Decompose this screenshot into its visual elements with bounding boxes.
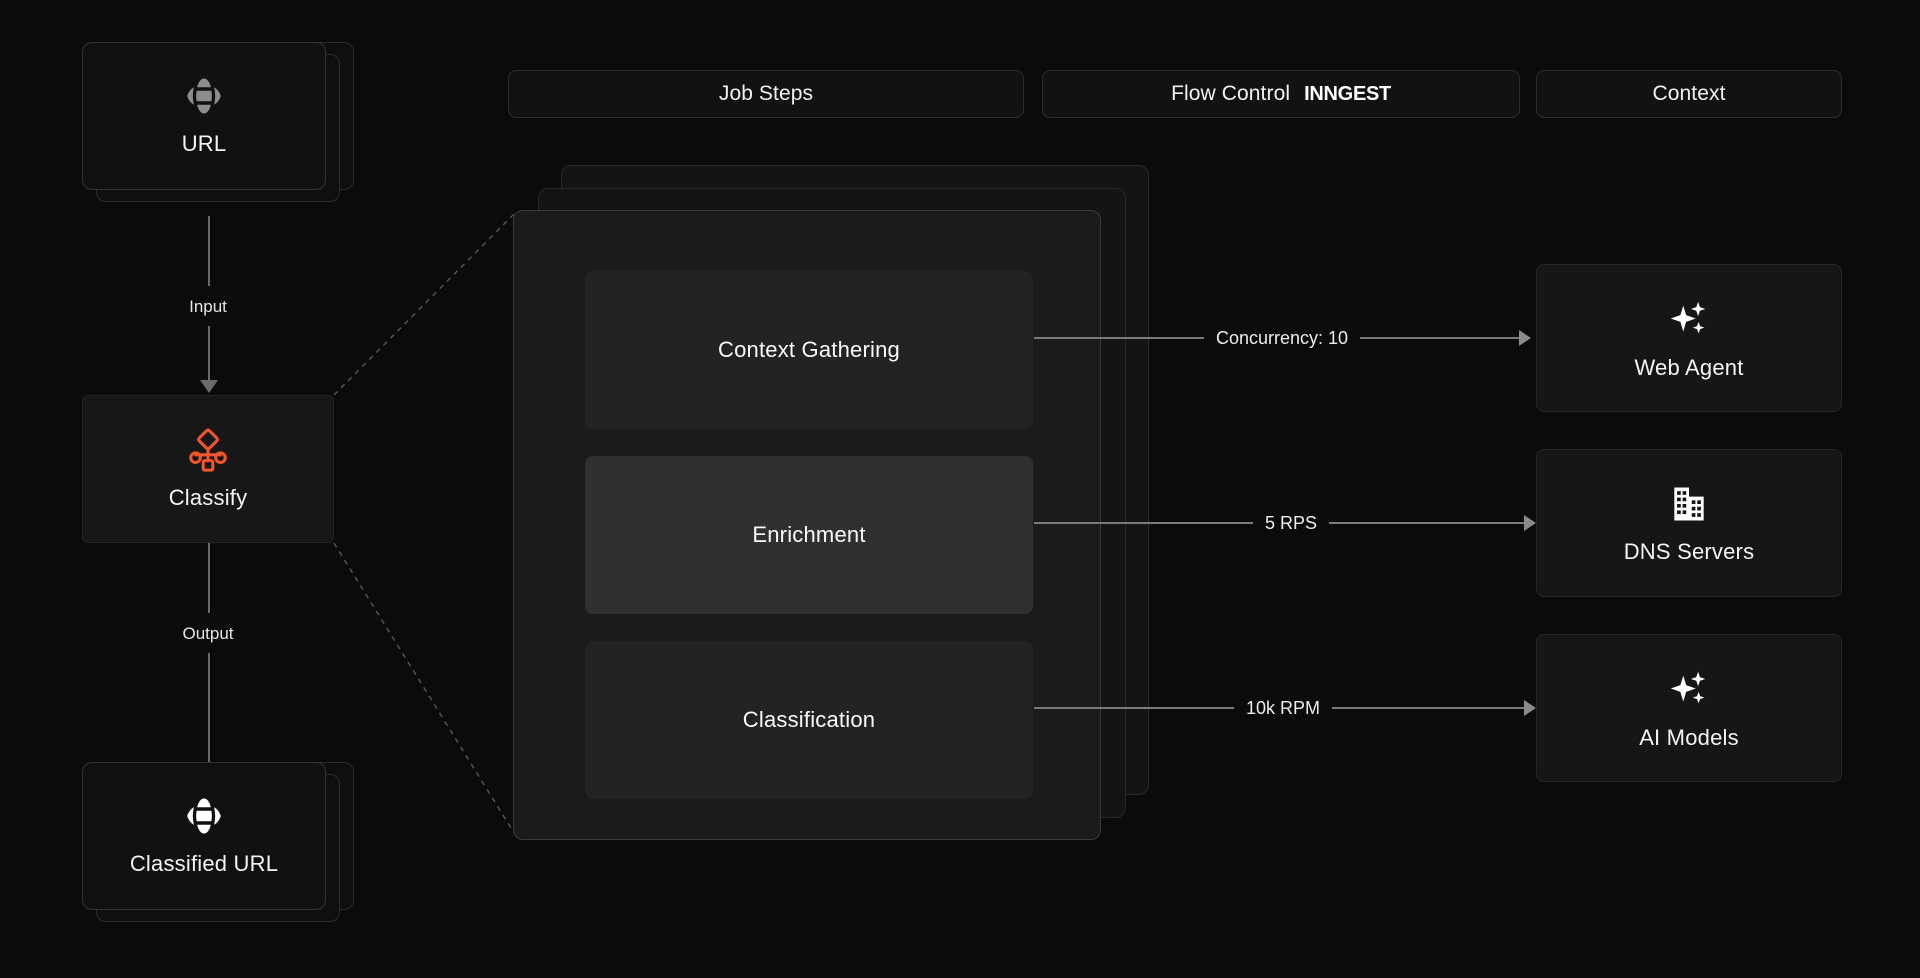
building-icon bbox=[1667, 482, 1711, 526]
inngest-brand-logo: INNGEST bbox=[1304, 82, 1391, 105]
context-card-label: AI Models bbox=[1639, 724, 1739, 750]
header-pill-context[interactable]: Context bbox=[1536, 70, 1842, 118]
context-card-label: DNS Servers bbox=[1623, 538, 1755, 564]
step-card-enrichment[interactable]: Enrichment bbox=[585, 456, 1033, 614]
connector-segment-right bbox=[1360, 337, 1521, 339]
workflow-branch-icon bbox=[185, 427, 231, 473]
sparkles-icon bbox=[1666, 666, 1712, 712]
arrow-right-icon bbox=[1524, 700, 1537, 716]
context-card-dns-servers[interactable]: DNS Servers bbox=[1536, 449, 1842, 597]
connector-rps: 5 RPS bbox=[1034, 508, 1537, 538]
node-classify-label: Classify bbox=[168, 485, 248, 510]
header-pill-label: Flow Control bbox=[1171, 82, 1291, 105]
connector-segment-left bbox=[1034, 337, 1204, 339]
connector-segment-right bbox=[1329, 522, 1526, 524]
node-classify[interactable]: Classify bbox=[82, 395, 334, 543]
connector-segment-right bbox=[1332, 707, 1526, 709]
step-card-label: Enrichment bbox=[752, 522, 866, 547]
node-classified-url[interactable]: Classified URL bbox=[82, 762, 354, 934]
node-url-label: URL bbox=[181, 131, 227, 156]
node-url-face: URL bbox=[82, 42, 326, 190]
node-url[interactable]: URL bbox=[82, 42, 354, 214]
node-classified-url-face: Classified URL bbox=[82, 762, 326, 910]
connector-concurrency: Concurrency: 10 bbox=[1034, 323, 1532, 353]
step-card-label: Context Gathering bbox=[718, 337, 900, 362]
connector-label-concurrency: Concurrency: 10 bbox=[1216, 327, 1349, 348]
edge-label-input: Input bbox=[148, 295, 268, 319]
connector-segment-left bbox=[1034, 707, 1234, 709]
arrow-right-icon bbox=[1524, 515, 1537, 531]
connector-label-rps: 5 RPS bbox=[1265, 512, 1318, 533]
globe-icon bbox=[183, 795, 225, 837]
step-card-context-gathering[interactable]: Context Gathering bbox=[585, 271, 1033, 429]
context-card-ai-models[interactable]: AI Models bbox=[1536, 634, 1842, 782]
sparkles-icon bbox=[1666, 296, 1712, 342]
header-pill-job-steps[interactable]: Job Steps bbox=[508, 70, 1024, 118]
edge-url-to-classify-lower bbox=[208, 326, 210, 380]
context-card-web-agent[interactable]: Web Agent bbox=[1536, 264, 1842, 412]
edge-classify-to-output-lower bbox=[208, 653, 210, 768]
context-card-label: Web Agent bbox=[1634, 354, 1744, 380]
header-pill-label: Job Steps bbox=[718, 82, 814, 105]
arrow-into-classify-icon bbox=[200, 380, 218, 393]
edge-url-to-classify-upper bbox=[208, 216, 210, 286]
connector-segment-left bbox=[1034, 522, 1253, 524]
arrow-right-icon bbox=[1519, 330, 1532, 346]
connector-label-rpm: 10k RPM bbox=[1246, 697, 1321, 718]
header-pill-label: Context bbox=[1652, 82, 1726, 105]
step-card-classification[interactable]: Classification bbox=[585, 641, 1033, 799]
edge-label-output: Output bbox=[143, 622, 273, 646]
connector-rpm: 10k RPM bbox=[1034, 693, 1537, 723]
edge-classify-to-output-upper bbox=[208, 543, 210, 613]
node-classified-url-label: Classified URL bbox=[129, 851, 279, 876]
step-card-label: Classification bbox=[742, 707, 876, 732]
header-pill-flow-control[interactable]: Flow Control INNGEST bbox=[1042, 70, 1520, 118]
globe-icon bbox=[183, 75, 225, 117]
